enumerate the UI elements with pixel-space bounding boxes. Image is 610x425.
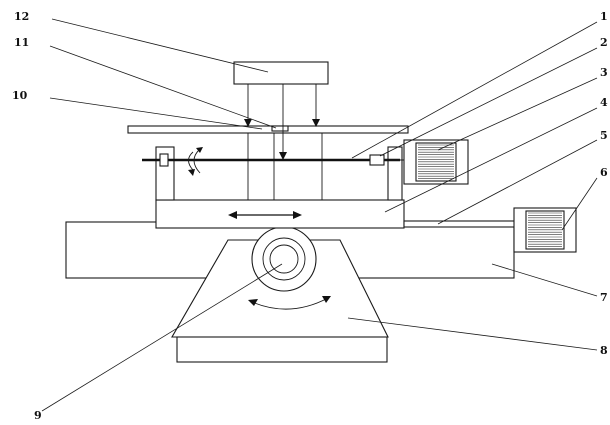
part-10-clamp-plate [127,125,409,134]
motor-6-winding [528,212,562,247]
rotation-arrowhead-right [322,296,331,303]
callout-4: 4 [600,96,608,109]
leader-1 [351,21,598,159]
part-9-pivot-inner [269,244,299,274]
part-4-sliding-table [155,199,405,229]
leader-4 [384,107,598,213]
motor-3-winding [418,144,454,179]
part-9-pivot-outer [251,226,317,292]
leader-5 [437,139,598,225]
leader-3 [437,77,598,151]
callout-7: 7 [600,291,608,304]
callout-2: 2 [600,36,608,49]
press-arrow-left [244,119,252,127]
callout-5: 5 [600,129,608,142]
leader-2 [379,47,598,157]
spin-arrowhead-top [196,147,203,153]
callout-11: 11 [14,36,29,49]
right-upright [387,146,403,201]
leader-8 [347,317,598,351]
callout-9: 9 [34,409,42,422]
part-2-coupling [369,154,385,166]
spin-arrowhead-bottom [188,169,195,176]
part-12-press-head [233,61,329,85]
slide-arrowhead-right [293,211,302,219]
callout-8: 8 [600,344,608,357]
callout-10: 10 [12,89,28,102]
press-arrow-right [312,119,320,127]
press-arrow-center [279,152,287,160]
slide-arrowhead-left [228,211,237,219]
leader-9 [41,263,283,412]
rotation-arrowhead-left [248,299,258,306]
spin-arrow-outer [193,148,201,174]
leader-11 [49,45,277,129]
part-9-pivot-middle [262,237,306,281]
part-5-lead-screw [403,220,517,228]
callout-12: 12 [14,10,29,23]
spin-arrow-inner [188,151,194,171]
leader-7 [491,263,598,297]
leader-10 [49,97,263,130]
left-chuck [159,153,169,167]
leader-12 [51,18,269,73]
support-foot [176,336,388,363]
callout-3: 3 [600,66,608,79]
leader-6 [561,177,598,231]
part-11-plate-insert [271,125,289,132]
rotation-arrow [251,297,329,310]
callout-1: 1 [600,10,608,23]
callout-6: 6 [600,166,608,179]
